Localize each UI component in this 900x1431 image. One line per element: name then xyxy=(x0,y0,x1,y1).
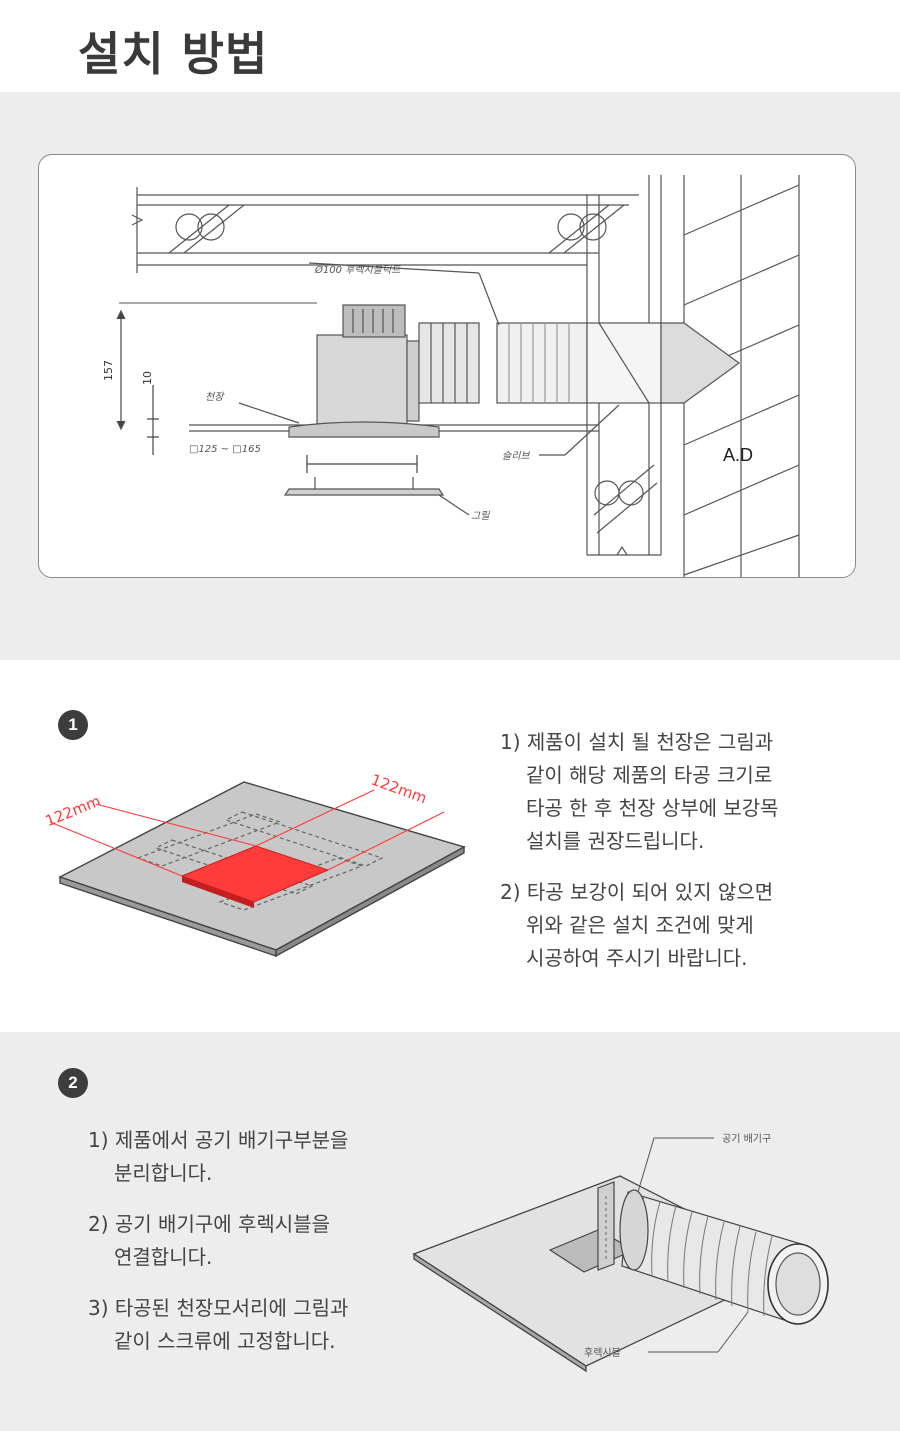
step-2-item-2: 2) 공기 배기구에 후렉시블을 연결합니다. xyxy=(88,1212,330,1269)
exhaust-label: 공기 배기구 xyxy=(722,1134,772,1145)
air-duct-label: A.D xyxy=(723,445,754,465)
opening-dimension: □125 ~ □165 xyxy=(189,444,261,455)
flexible-duct-illustration: 공기 배기구 후렉시블 xyxy=(408,1126,878,1380)
step-2-badge: 2 xyxy=(58,1068,88,1098)
step-2-instructions: 1) 제품에서 공기 배기구부분을 분리합니다. 2) 공기 배기구에 후렉시블… xyxy=(88,1124,418,1376)
step-2-item-3: 3) 타공된 천장모서리에 그림과 같이 스크류에 고정합니다. xyxy=(88,1296,349,1353)
ceiling-label: 천장 xyxy=(205,392,224,403)
height-dimension: 157 xyxy=(102,360,115,381)
grill-label: 그릴 xyxy=(471,511,490,522)
step-1-item-2: 2) 타공 보강이 되어 있지 않으면 위와 같은 설치 조건에 맞게 시공하여… xyxy=(500,880,774,970)
duct-label: Ø100 후렉시블덕트 xyxy=(315,265,401,276)
step-1-badge: 1 xyxy=(58,710,88,740)
cross-section-drawing xyxy=(116,175,800,577)
installation-diagram: Ø100 후렉시블덕트 천장 □125 ~ □165 슬리브 그릴 A.D 15… xyxy=(38,154,856,578)
step-1-item-1: 1) 제품이 설치 될 천장은 그림과 같이 해당 제품의 타공 크기로 타공 … xyxy=(500,730,779,853)
ceiling-opening-illustration: 122mm 122mm xyxy=(43,762,474,966)
sleeve-label: 슬리브 xyxy=(502,451,530,462)
flexible-label: 후렉시블 xyxy=(584,1348,621,1359)
step-2-item-1: 1) 제품에서 공기 배기구부분을 분리합니다. xyxy=(88,1128,349,1185)
small-dimension: 10 xyxy=(141,371,154,385)
step-1-instructions: 1) 제품이 설치 될 천장은 그림과 같이 해당 제품의 타공 크기로 타공 … xyxy=(500,726,890,993)
page-title: 설치 방법 xyxy=(78,27,269,81)
